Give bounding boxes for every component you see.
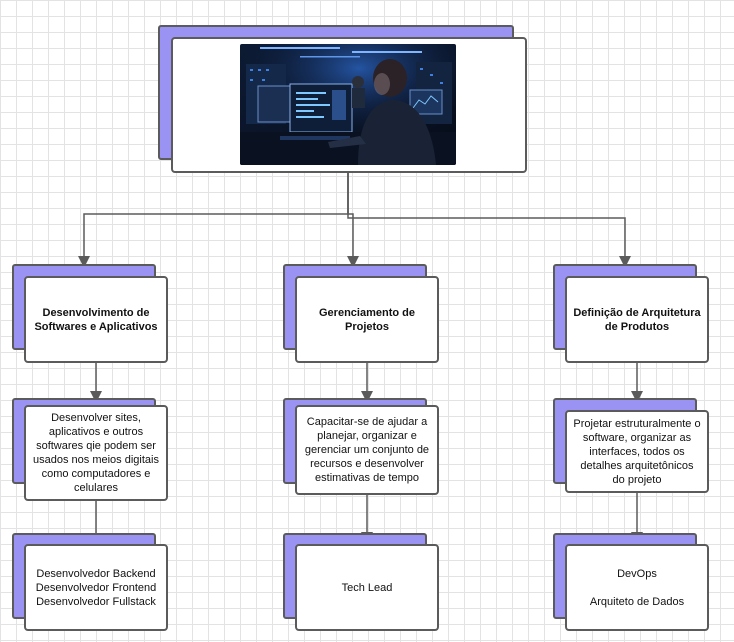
col3-role-devops: DevOps [617,567,657,580]
col1-desc-text: Desenvolver sites, aplicativos e outros … [33,412,159,494]
col1-roles-list: Desenvolvedor Backend Desenvolvedor Fron… [36,567,156,609]
col2-roles-node[interactable]: Tech Lead [295,544,439,631]
col1-title-node[interactable]: Desenvolvimento de Softwares e Aplicativ… [24,276,168,363]
col2-role-tech-lead: Tech Lead [341,581,393,594]
col1-role-backend: Desenvolvedor Backend [36,567,156,580]
col2-desc-text: Capacitar-se de ajudar a planejar, organ… [304,416,430,484]
col3-role-arquiteto: Arquiteto de Dados [589,595,685,608]
col1-roles-node[interactable]: Desenvolvedor Backend Desenvolvedor Fron… [24,544,168,631]
col1-desc-node[interactable]: Desenvolver sites, aplicativos e outros … [24,405,168,501]
connector-root-to-col3 [347,172,631,268]
root-photo [240,44,456,165]
col3-roles-node[interactable]: DevOps Arquiteto de Dados [565,544,709,631]
col1-title-text: Desenvolvimento de Softwares e Aplicativ… [34,306,158,333]
col1-role-fullstack: Desenvolvedor Fullstack [36,595,156,608]
col3-title-node[interactable]: Definição de Arquitetura de Produtos [565,276,709,363]
col3-title-text: Definição de Arquitetura de Produtos [573,306,701,333]
col3-roles-list: DevOps Arquiteto de Dados [590,567,684,609]
connector-root-to-col1 [78,172,349,268]
col2-desc-node[interactable]: Capacitar-se de ajudar a planejar, organ… [295,405,439,495]
col3-desc-node[interactable]: Projetar estruturalmente o software, org… [565,410,709,493]
col3-desc-text: Projetar estruturalmente o software, org… [573,417,701,486]
col2-title-node[interactable]: Gerenciamento de Projetos [295,276,439,363]
col2-title-text: Gerenciamento de Projetos [319,306,415,333]
col1-role-frontend: Desenvolvedor Frontend [35,581,157,594]
office-photo-illustration [240,44,456,165]
